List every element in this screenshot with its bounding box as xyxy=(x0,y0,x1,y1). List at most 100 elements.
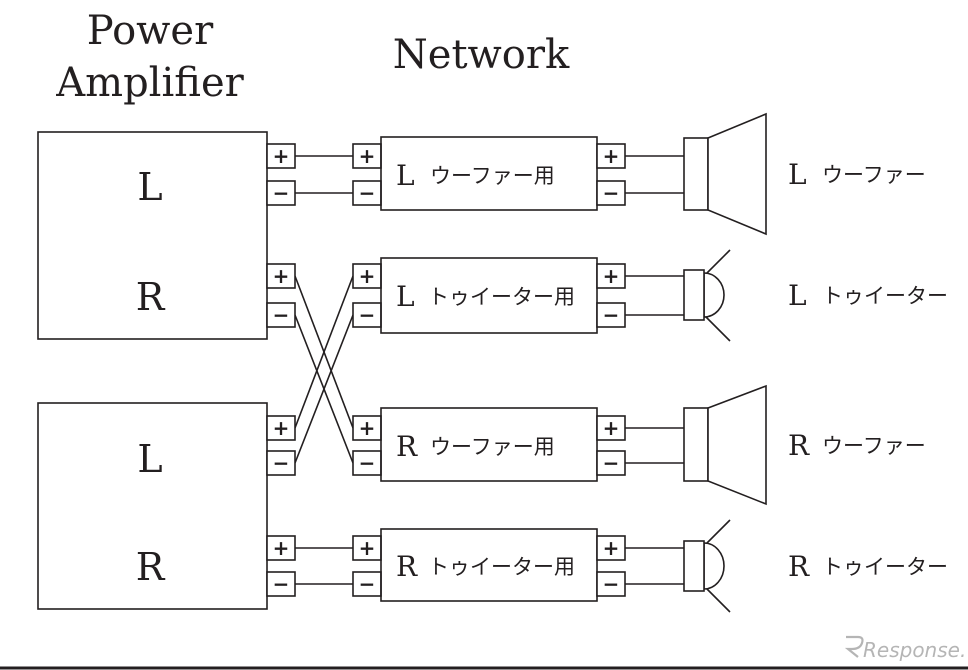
network-letter: L xyxy=(396,159,415,192)
network-box xyxy=(380,528,598,602)
network-label: ウーファー用 xyxy=(430,435,555,459)
network-box xyxy=(380,257,598,334)
network-row-2: + − L トゥイーター用 + − xyxy=(352,257,684,334)
terminal-plus-sign: + xyxy=(603,264,620,288)
terminal-minus-sign: − xyxy=(603,303,620,327)
amplifier-1-bottom-label: R xyxy=(136,275,166,319)
network-letter: R xyxy=(396,550,418,583)
terminal-plus-sign: + xyxy=(273,536,290,560)
woofer-speaker-icon-2 xyxy=(683,384,767,506)
response-watermark-logo: Response. xyxy=(844,635,966,662)
tweeter-horn-bottom xyxy=(703,314,731,342)
tweeter-body xyxy=(683,540,705,592)
amp1-l-terminals: + − xyxy=(266,143,296,206)
speaker-label: ウーファー xyxy=(822,434,926,458)
network-in-minus-terminal xyxy=(352,571,382,597)
terminal-plus-sign: + xyxy=(359,144,376,168)
speaker-letter: L xyxy=(788,158,807,191)
network-letter: L xyxy=(396,280,415,313)
network-label: ウーファー用 xyxy=(430,164,555,188)
terminal-minus-sign: − xyxy=(273,572,290,596)
network-out-minus-terminal xyxy=(596,302,626,328)
speaker-label: ウーファー xyxy=(822,163,926,187)
speaker-label: トゥイーター xyxy=(822,555,948,579)
tweeter-dome xyxy=(703,542,725,590)
tweeter-horn-bottom xyxy=(703,585,731,613)
terminal-plus xyxy=(266,415,296,441)
network-out-minus-terminal xyxy=(596,571,626,597)
amplifier-2-top-label: L xyxy=(137,437,162,481)
amplifier-2-box xyxy=(37,402,268,610)
terminal-minus-sign: − xyxy=(359,303,376,327)
speaker-label: トゥイーター xyxy=(822,284,948,308)
woofer-cone xyxy=(707,384,767,506)
heading-amp-line1: Power xyxy=(87,8,214,54)
terminal-minus-sign: − xyxy=(359,181,376,205)
terminal-minus-sign: − xyxy=(603,451,620,475)
tweeter-body xyxy=(683,269,705,321)
terminal-plus-sign: + xyxy=(603,144,620,168)
terminal-minus-sign: − xyxy=(603,572,620,596)
terminal-minus-sign: − xyxy=(273,451,290,475)
wire-amp2l-minus-cross xyxy=(294,314,354,464)
terminal-plus-sign: + xyxy=(359,416,376,440)
tweeter-speaker-icon-2 xyxy=(683,519,731,613)
network-letter: R xyxy=(396,430,418,463)
terminal-minus xyxy=(266,571,296,597)
watermark-text: Response. xyxy=(863,638,966,662)
terminal-plus xyxy=(266,535,296,561)
amp-terminals: + − + − + − + − xyxy=(266,143,296,597)
speaker-letter: L xyxy=(788,279,807,312)
terminal-minus-sign: − xyxy=(359,451,376,475)
network-in-plus-terminal xyxy=(352,415,382,441)
woofer-speaker-icon-1 xyxy=(683,112,767,236)
network-label: トゥイーター用 xyxy=(428,555,575,579)
terminal-plus-sign: + xyxy=(603,536,620,560)
network-box xyxy=(380,407,598,482)
woofer-magnet xyxy=(683,407,709,482)
watermark-r-glyph xyxy=(844,635,864,658)
network-row-1: + − L ウーファー用 + − xyxy=(352,136,684,211)
amplifier-1: L R xyxy=(37,131,268,340)
network-out-plus-terminal xyxy=(596,143,626,169)
tweeter-speaker-icon-1 xyxy=(683,249,731,342)
terminal-plus xyxy=(266,263,296,289)
terminal-plus-sign: + xyxy=(273,264,290,288)
tweeter-dome xyxy=(703,272,725,318)
amp1-r-terminals: + − xyxy=(266,263,296,328)
amplifier-1-top-label: L xyxy=(137,165,162,209)
network-box xyxy=(380,136,598,211)
tweeter-horn-top xyxy=(703,249,731,277)
terminal-minus-sign: − xyxy=(273,303,290,327)
amp2-l-terminals: + − xyxy=(266,415,296,476)
speaker-letter: R xyxy=(788,429,810,462)
network-row-3: + − R ウーファー用 + − xyxy=(352,407,684,482)
network-in-minus-terminal xyxy=(352,302,382,328)
amp2-r-terminals: + − xyxy=(266,535,296,597)
terminal-plus xyxy=(266,143,296,169)
network-in-minus-terminal xyxy=(352,180,382,206)
amplifier-2-bottom-label: R xyxy=(136,545,166,589)
network-in-plus-terminal xyxy=(352,263,382,289)
heading-amp-line2: Amplifier xyxy=(55,60,244,106)
tweeter-horn-top xyxy=(703,519,731,547)
amplifier-2: L R xyxy=(37,402,268,610)
terminal-minus xyxy=(266,302,296,328)
terminal-minus-sign: − xyxy=(603,181,620,205)
terminal-plus-sign: + xyxy=(603,416,620,440)
network-row-4: + − R トゥイーター用 + − xyxy=(352,528,684,602)
terminal-minus-sign: − xyxy=(359,572,376,596)
terminal-plus-sign: + xyxy=(359,536,376,560)
network-out-plus-terminal xyxy=(596,535,626,561)
network-out-plus-terminal xyxy=(596,263,626,289)
network-in-plus-terminal xyxy=(352,143,382,169)
terminal-minus xyxy=(266,450,296,476)
network-label: トゥイーター用 xyxy=(428,285,575,309)
terminal-plus-sign: + xyxy=(359,264,376,288)
terminal-minus xyxy=(266,180,296,206)
terminal-plus-sign: + xyxy=(273,416,290,440)
heading-network: Network xyxy=(393,32,570,78)
amp-to-network-wires xyxy=(294,155,354,585)
